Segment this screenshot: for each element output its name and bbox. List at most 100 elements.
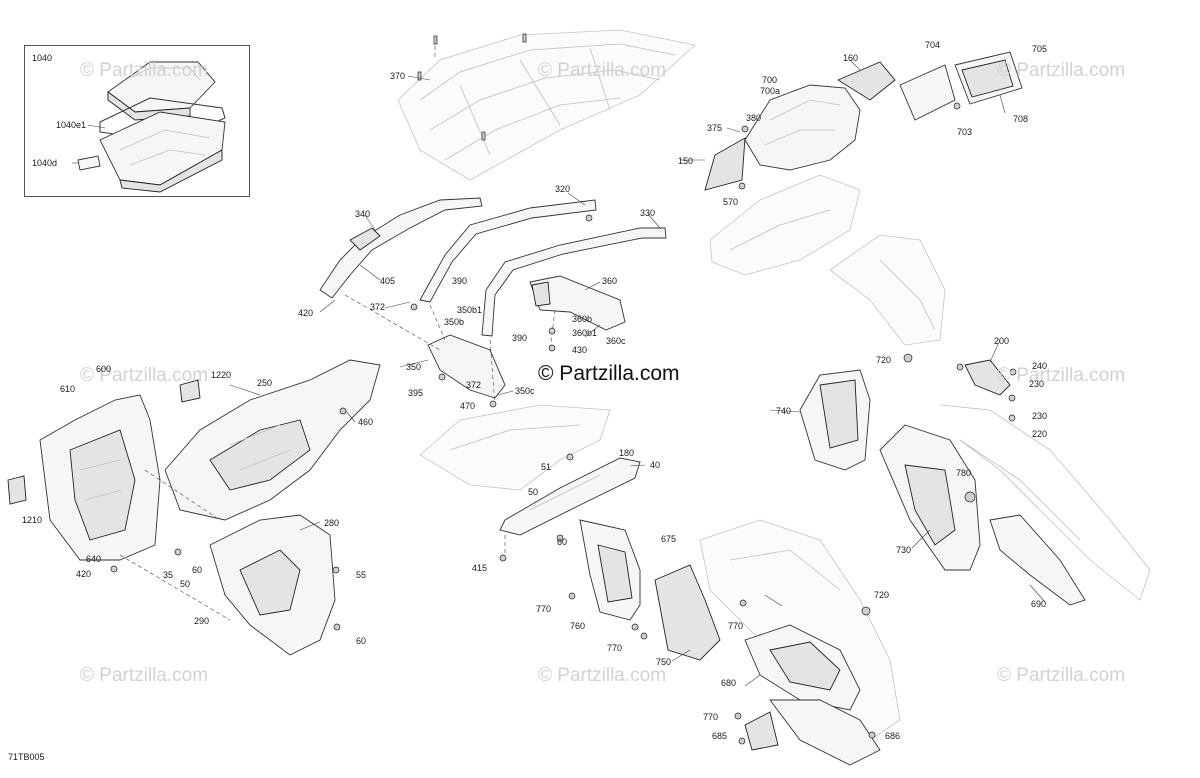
watermark: © Partzilla.com <box>997 365 1126 386</box>
callout-label: 570 <box>723 197 739 207</box>
callout-label: 350b1 <box>457 305 483 315</box>
callout-label: 60 <box>192 565 203 575</box>
callout-label: 372 <box>370 302 386 312</box>
callout-label: 380 <box>746 113 762 123</box>
callout-label: 370 <box>390 71 406 81</box>
callout-label: 460 <box>358 417 374 427</box>
callout-label: 230 <box>1029 379 1045 389</box>
part-rops-bracket-340 <box>319 197 483 299</box>
callout-label: 50 <box>528 487 539 497</box>
callout-label: 360 <box>602 276 618 286</box>
callout-label: 740 <box>776 406 792 416</box>
part-rops-bar-330 <box>481 227 667 337</box>
callout-label: 720 <box>874 590 890 600</box>
grommet-780 <box>964 491 976 503</box>
callout-label: 640 <box>86 554 102 564</box>
callout-label: 690 <box>1031 599 1047 609</box>
part-panel-760 <box>579 519 641 621</box>
part-decal-1220 <box>179 379 201 403</box>
callout-label: 1210 <box>22 515 43 525</box>
callout-label: 704 <box>925 40 941 50</box>
callout-label: 395 <box>408 388 424 398</box>
watermark: © Partzilla.com <box>80 665 209 686</box>
part-panel-686 <box>769 699 881 766</box>
callout-label: 240 <box>1032 361 1048 371</box>
callout-label: 390 <box>452 276 468 286</box>
callout-label: 685 <box>712 731 728 741</box>
callout-label: 390 <box>512 333 528 343</box>
callout-label: 770 <box>607 643 623 653</box>
callout-label: 230 <box>1032 411 1048 421</box>
inset-title: 1040 <box>32 53 53 63</box>
callout-label: 720 <box>876 355 892 365</box>
hardware-roof-bolts <box>417 33 527 141</box>
callout-label: 150 <box>678 156 694 166</box>
part-rops-bar-320 <box>419 199 597 303</box>
callout-label: 750 <box>656 657 672 667</box>
callout-label: 1220 <box>211 370 232 380</box>
callout-label: 250 <box>257 378 273 388</box>
part-panel-680 <box>744 624 861 711</box>
callout-label: 770 <box>536 604 552 614</box>
callout-label: 51 <box>541 462 552 472</box>
leader-lines <box>229 59 1046 687</box>
part-rops-base-360 <box>529 275 626 331</box>
callout-label: 50 <box>180 579 191 589</box>
callout-label: 200 <box>994 336 1010 346</box>
callout-label: 420 <box>76 569 92 579</box>
part-console-250 <box>164 359 381 521</box>
callout-label: 700a <box>760 86 781 96</box>
part-bracket-200 <box>964 359 1011 396</box>
callout-label: 430 <box>572 345 588 355</box>
part-rops-base-350 <box>427 334 506 399</box>
ghost-floor <box>419 404 611 491</box>
callout-label: 415 <box>472 563 488 573</box>
callout-label: 290 <box>194 616 210 626</box>
callout-label: 350 <box>406 362 422 372</box>
part-panel-685 <box>744 711 779 751</box>
callout-label: 360b1 <box>572 328 598 338</box>
callout-label: 680 <box>721 678 737 688</box>
callout-label: 340 <box>355 209 371 219</box>
callout-label: 708 <box>1013 114 1029 124</box>
part-display-705 <box>954 51 1023 105</box>
part-storage-bin-lid <box>107 61 216 121</box>
part-bracket-280 <box>209 514 336 656</box>
part-gauge-bezel-704 <box>899 64 956 121</box>
callout-label: 760 <box>570 621 586 631</box>
callout-label: 360c <box>606 336 626 346</box>
callout-label: 470 <box>460 401 476 411</box>
part-fender-730 <box>879 424 981 571</box>
callout-label: 60 <box>356 636 367 646</box>
fasteners <box>110 102 1017 745</box>
part-dashboard-panel-700 <box>744 84 861 171</box>
diagram-code: 71TB005 <box>8 752 45 762</box>
watermark: © Partzilla.com <box>538 665 667 686</box>
ghost-dash-frame <box>709 174 946 346</box>
callout-label: 770 <box>728 621 744 631</box>
watermark: © Partzilla.com <box>997 60 1126 81</box>
callout-label: 55 <box>356 570 367 580</box>
callout-label: 1040e1 <box>56 120 87 130</box>
watermark: © Partzilla.com <box>80 365 209 386</box>
callout-label: 350b <box>444 317 465 327</box>
watermark: © Partzilla.com <box>538 60 667 81</box>
callout-label: 35 <box>163 570 174 580</box>
callout-label: 372 <box>466 380 482 390</box>
callout-label: 703 <box>957 127 973 137</box>
callout-label: 705 <box>1032 44 1048 54</box>
callout-label: 375 <box>707 123 723 133</box>
ghost-roof <box>397 29 696 181</box>
callout-label: 780 <box>956 468 972 478</box>
callout-label: 350c <box>515 386 535 396</box>
callout-label: 675 <box>661 534 677 544</box>
callout-label: 610 <box>60 384 76 394</box>
part-panel-150 <box>704 137 746 191</box>
part-storage-bin-latch <box>77 155 101 171</box>
callout-label: 220 <box>1032 429 1048 439</box>
part-storage-bin-seal <box>99 97 226 143</box>
callout-label: 320 <box>555 184 571 194</box>
callout-label: 600 <box>96 364 112 374</box>
